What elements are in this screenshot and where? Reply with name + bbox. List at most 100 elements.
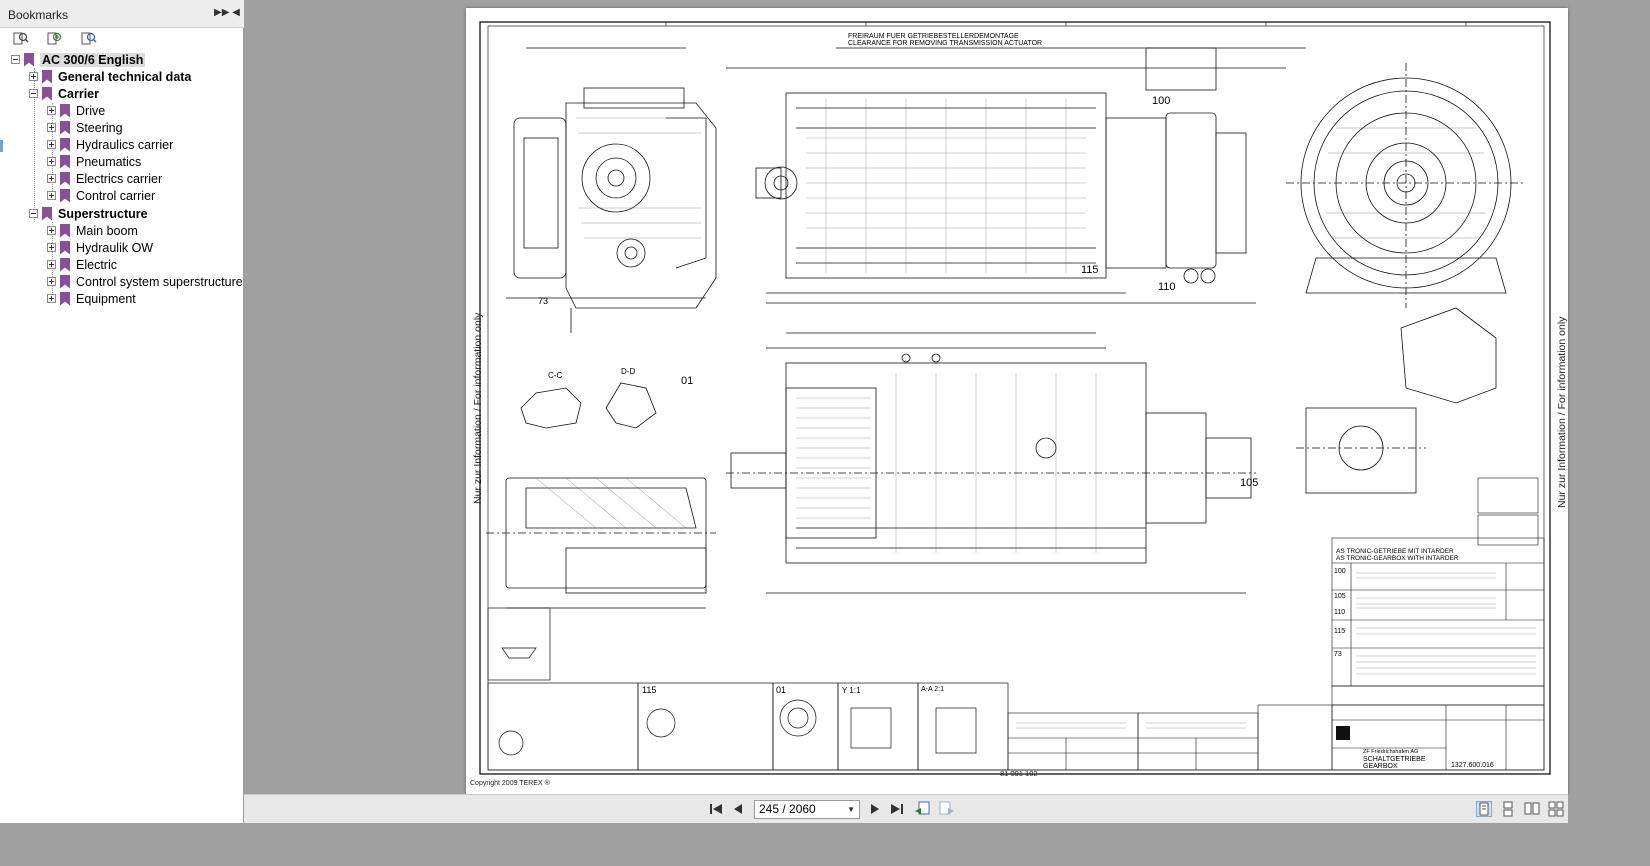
chevron-down-icon[interactable]: ▼ [847, 805, 855, 814]
svg-text:115: 115 [642, 685, 656, 695]
bookmark-label[interactable]: General technical data [58, 69, 192, 84]
document-page[interactable]: 73 100 115 110 FREIRAUM FUER GETRIEBESTE… [466, 8, 1568, 794]
expand-toggle[interactable] [29, 72, 38, 81]
bookmark-item-equipment[interactable]: Equipment [47, 290, 136, 307]
svg-text:73: 73 [538, 296, 548, 306]
previous-view-button[interactable] [914, 800, 932, 818]
expand-toggle[interactable] [47, 191, 56, 200]
company-name: ZF Friedrichshafen AG [1363, 749, 1418, 755]
bookmark-icon [42, 87, 52, 101]
bookmark-item-main-boom[interactable]: Main boom [47, 222, 138, 239]
side-note-right: Nur zur Information / For information on… [1556, 316, 1568, 508]
title-en: GEARBOX [1363, 763, 1398, 770]
header-note-de: FREIRAUM FUER GETRIEBESTELLERDEMONTAGE [848, 33, 1019, 40]
bookmark-label[interactable]: Pneumatics [76, 154, 142, 169]
bookmark-label[interactable]: Control system superstructure [76, 274, 243, 289]
bookmark-icon [24, 53, 34, 67]
svg-text:100: 100 [1152, 95, 1170, 107]
bookmark-label[interactable]: Hydraulics carrier [76, 137, 174, 152]
panel-edge-marker [0, 140, 3, 152]
expand-toggle[interactable] [47, 243, 56, 252]
section-label-cc: C-C [548, 371, 562, 380]
bookmarks-panel-title: Bookmarks [8, 8, 69, 22]
bookmark-icon [60, 224, 70, 238]
bookmark-label[interactable]: Electrics carrier [76, 171, 163, 186]
collapse-toggle[interactable] [29, 89, 38, 98]
expand-toggle[interactable] [47, 294, 56, 303]
bookmark-label-root[interactable]: AC 300/6 English [40, 52, 146, 67]
facing-view-icon[interactable] [1524, 801, 1540, 817]
drawing-number: 81 091 102 [1000, 769, 1038, 778]
bookmark-item-electrics-carrier[interactable]: Electrics carrier [47, 170, 162, 187]
section-label-aa: A-A 2:1 [921, 686, 944, 693]
continuous-facing-view-icon[interactable] [1548, 801, 1564, 817]
bookmark-label[interactable]: Main boom [76, 223, 138, 238]
side-note-left: Nur zur Information / For information on… [472, 312, 484, 504]
bookmark-item-general-technical-data[interactable]: General technical data [29, 68, 191, 85]
previous-page-button[interactable] [729, 800, 747, 818]
note-105: 105 [1334, 593, 1346, 600]
expand-toggle[interactable] [47, 260, 56, 269]
bookmark-label[interactable]: Equipment [76, 291, 136, 306]
bookmark-icon [60, 292, 70, 306]
bookmark-label[interactable]: Superstructure [58, 206, 148, 221]
bookmark-icon [60, 104, 70, 118]
bookmark-icon [60, 155, 70, 169]
bookmark-label[interactable]: Control carrier [76, 188, 156, 203]
bookmark-icon [60, 258, 70, 272]
bookmark-icon [42, 70, 52, 84]
collapse-toggle[interactable] [11, 55, 20, 64]
bookmarks-panel: Bookmarks ▶▶ ◀ AC 300/6 English General [0, 0, 244, 823]
expand-toggle[interactable] [47, 123, 56, 132]
bookmark-item-superstructure[interactable]: Superstructure [29, 205, 148, 222]
expand-bookmark-icon[interactable] [12, 31, 30, 47]
bookmark-label[interactable]: Drive [76, 103, 106, 118]
bookmark-root[interactable]: AC 300/6 English [11, 51, 146, 68]
single-page-view-icon[interactable] [1476, 801, 1492, 817]
bookmark-item-control-system-superstructure[interactable]: Control system superstructure [47, 273, 243, 290]
bookmarks-toolbar [0, 28, 244, 50]
version-b-text: AS TRONIC-GEARBOX WITH INTARDER [1336, 555, 1459, 562]
note-100: 100 [1334, 568, 1346, 575]
next-view-button[interactable] [938, 800, 956, 818]
collapse-toggle[interactable] [29, 209, 38, 218]
bookmark-icon [42, 207, 52, 221]
technical-drawing: 73 100 115 110 FREIRAUM FUER GETRIEBESTE… [479, 21, 1551, 775]
bookmark-label[interactable]: Electric [76, 257, 117, 272]
svg-text:105: 105 [1240, 477, 1258, 489]
continuous-view-icon[interactable] [1500, 801, 1516, 817]
copyright-text: Copyright 2009 TEREX ® [470, 780, 550, 787]
bookmark-icon [60, 189, 70, 203]
expand-toggle[interactable] [47, 277, 56, 286]
find-bookmark-icon[interactable] [80, 31, 98, 47]
expand-toggle[interactable] [47, 157, 56, 166]
bookmark-label[interactable]: Carrier [58, 86, 99, 101]
expand-toggle[interactable] [47, 174, 56, 183]
expand-toggle[interactable] [47, 226, 56, 235]
bookmark-icon [60, 138, 70, 152]
bookmark-label[interactable]: Hydraulik OW [76, 240, 154, 255]
bookmark-item-pneumatics[interactable]: Pneumatics [47, 153, 141, 170]
note-73: 73 [1334, 651, 1342, 658]
bookmark-item-electric[interactable]: Electric [47, 256, 117, 273]
part-number: 1327.600.016 [1451, 762, 1494, 769]
bookmark-item-hydraulics-carrier[interactable]: Hydraulics carrier [47, 136, 173, 153]
page-number-field[interactable]: 245 / 2060 ▼ [754, 800, 860, 819]
svg-text:01: 01 [681, 375, 693, 387]
collapse-panel-icon[interactable]: ◀ [232, 7, 240, 18]
add-bookmark-icon[interactable] [46, 31, 64, 47]
bookmark-item-carrier[interactable]: Carrier [29, 85, 99, 102]
next-page-button[interactable] [866, 800, 884, 818]
last-page-button[interactable] [888, 800, 906, 818]
bookmark-label[interactable]: Steering [76, 120, 123, 135]
first-page-button[interactable] [707, 800, 725, 818]
bookmark-item-drive[interactable]: Drive [47, 102, 105, 119]
expand-toggle[interactable] [47, 140, 56, 149]
bookmark-item-steering[interactable]: Steering [47, 119, 123, 136]
svg-text:115: 115 [1081, 264, 1099, 276]
options-icon[interactable]: ▶▶ [214, 7, 230, 18]
expand-toggle[interactable] [47, 106, 56, 115]
bookmark-item-hydraulik-ow[interactable]: Hydraulik OW [47, 239, 153, 256]
title-de: SCHALTGETRIEBE [1363, 756, 1426, 763]
bookmark-item-control-carrier[interactable]: Control carrier [47, 187, 155, 204]
